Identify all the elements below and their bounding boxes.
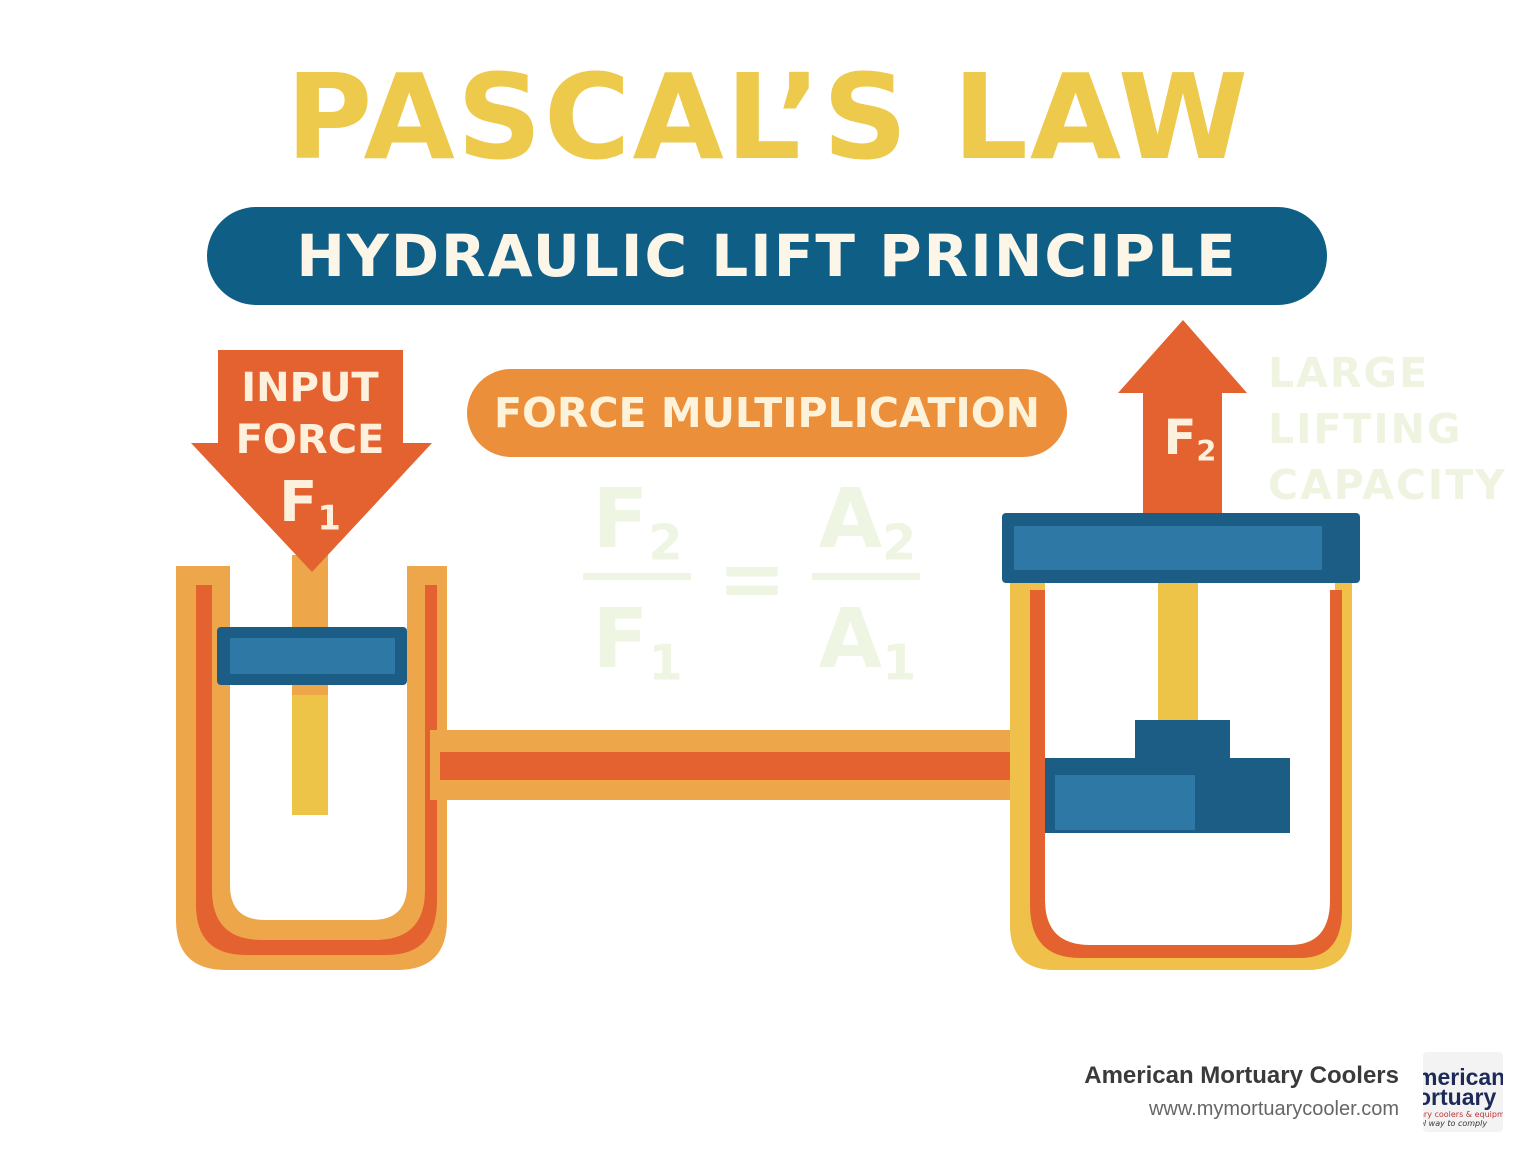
logo-text-line4: ol way to comply (1423, 1119, 1488, 1128)
formula-right-numerator: A2 (818, 472, 917, 572)
formula-bar-right (812, 573, 920, 580)
page-title: PASCAL’S LAW (285, 48, 1251, 186)
subtitle-banner: HYDRAULIC LIFT PRINCIPLE (207, 207, 1327, 305)
brand-url[interactable]: www.mymortuarycooler.com (1148, 1098, 1399, 1120)
formula-equals: = (717, 532, 787, 627)
force-multiplication-pill: FORCE MULTIPLICATION (467, 369, 1067, 457)
logo-text-line2: ortuary (1423, 1084, 1497, 1110)
input-force-line2: FORCE (235, 417, 385, 463)
brand-logo: merican ortuary ary coolers & equipment … (1423, 1052, 1503, 1132)
f2-symbol: F2 (1163, 410, 1217, 469)
formula-right-denominator: A1 (818, 592, 917, 692)
formula-bar-left (583, 573, 691, 580)
lifting-capacity-line2: LIFTING (1268, 405, 1463, 453)
f1-symbol: F1 (279, 470, 341, 538)
formula-left-denominator: F1 (592, 592, 683, 692)
input-force-arrow (191, 350, 432, 572)
right-piston-rod (1158, 580, 1198, 730)
lifting-capacity-line3: CAPACITY (1268, 461, 1507, 509)
force-multiplication-text: FORCE MULTIPLICATION (494, 389, 1040, 437)
logo-text-line1: merican (1423, 1064, 1503, 1090)
output-force-arrow (1118, 320, 1247, 513)
logo-text-line3: ary coolers & equipment (1423, 1110, 1503, 1119)
pipe-inner (440, 752, 1020, 780)
lifting-capacity-line1: LARGE (1268, 349, 1430, 397)
formula-left-numerator: F2 (592, 472, 683, 572)
lifting-capacity-label: LARGE LIFTING CAPACITY (1268, 345, 1528, 513)
input-force-line1: INPUT (241, 365, 379, 411)
right-piston-stem (1135, 720, 1230, 765)
subtitle-text: HYDRAULIC LIFT PRINCIPLE (296, 222, 1238, 290)
input-force-label: INPUT FORCE (210, 362, 410, 466)
brand-name: American Mortuary Coolers (1084, 1062, 1399, 1089)
